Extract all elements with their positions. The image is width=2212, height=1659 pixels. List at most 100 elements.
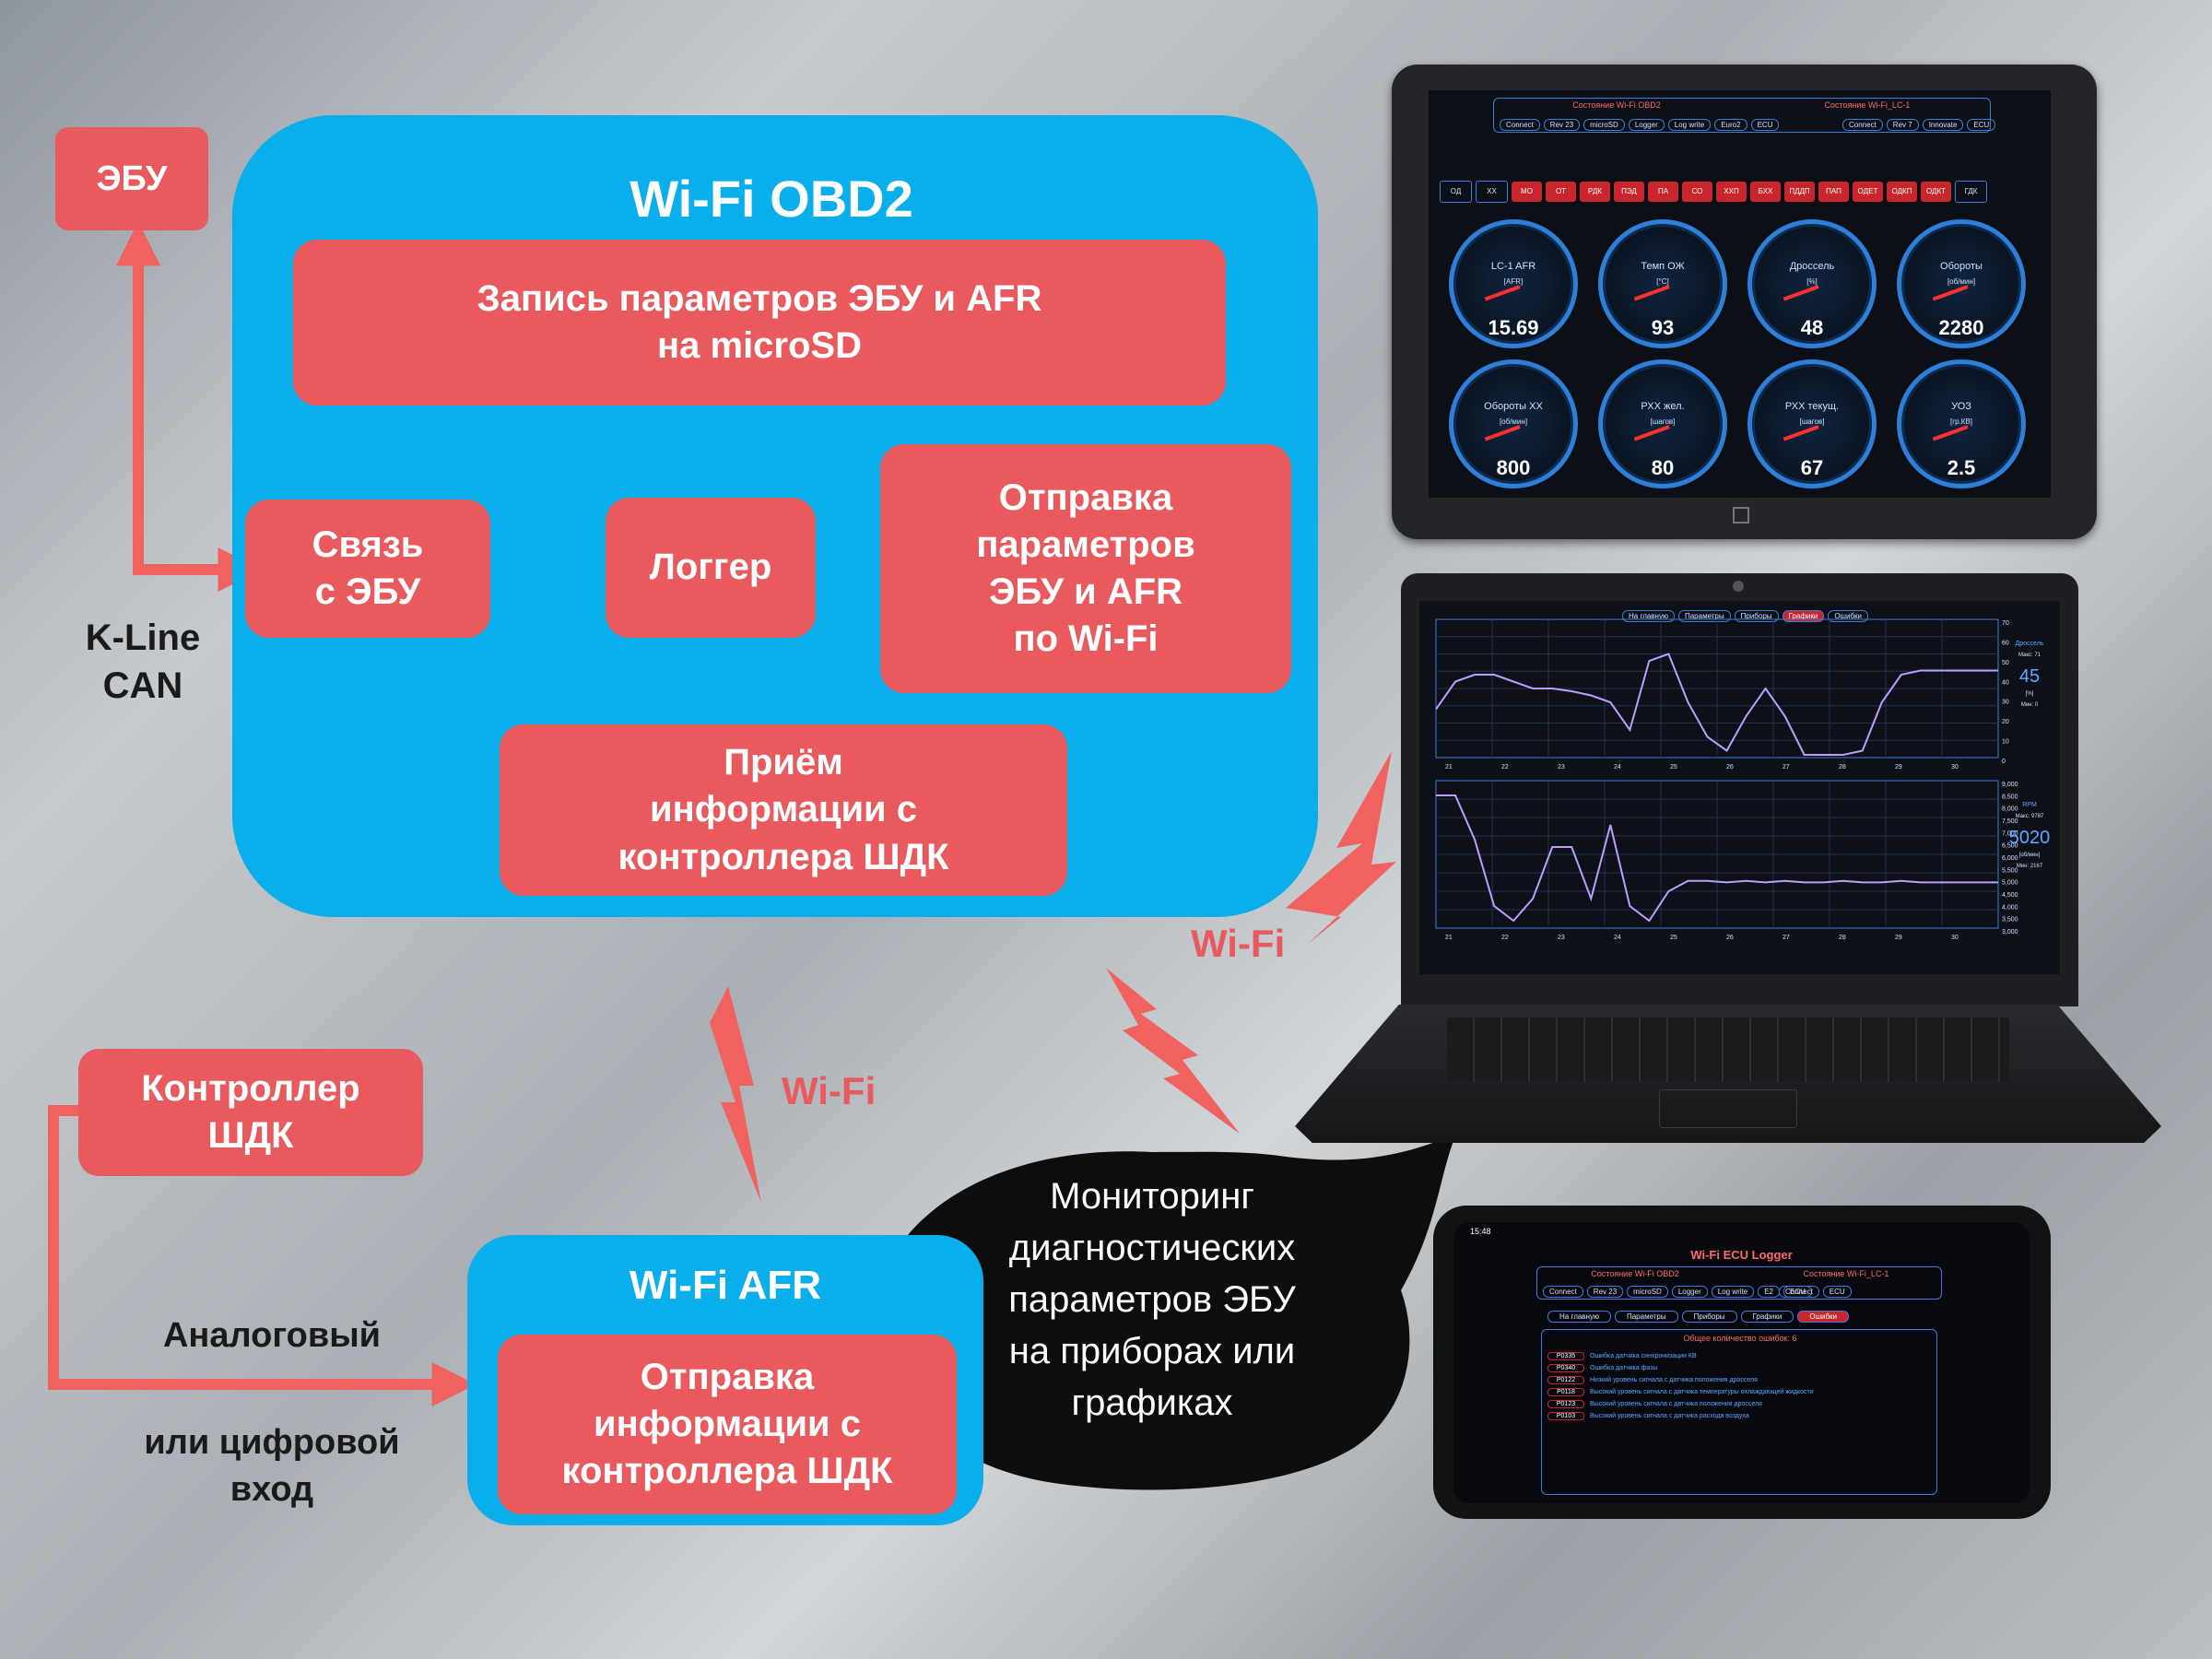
tablet-mode-button[interactable]: ОДЕТ	[1853, 182, 1883, 202]
tablet-status-pill[interactable]: microSD	[1583, 119, 1625, 131]
lightning-laptop-icon	[1286, 751, 1396, 945]
chart-unit: [об/мин]	[2019, 853, 2041, 858]
tablet-status-pill[interactable]: Logger	[1628, 119, 1665, 131]
laptop-tab[interactable]: Ошибки	[1828, 610, 1869, 622]
tablet-mode-button[interactable]: ГДК	[1955, 181, 1987, 203]
tablet-mode-button[interactable]: ХХ	[1476, 181, 1508, 203]
gauge-value: 2280	[1938, 316, 1984, 339]
y-tick-label: 6,000	[2002, 855, 2018, 862]
tablet-mode-button[interactable]: ПАП	[1818, 182, 1849, 202]
tablet-gauge: УОЗ[гр.КВ]2.5	[1897, 359, 2026, 488]
phone-status-pill[interactable]: Log write	[1711, 1286, 1755, 1298]
tablet-status-pill[interactable]: Log write	[1667, 119, 1712, 131]
x-tick-label: 30	[1951, 935, 1959, 941]
tablet-mode-button[interactable]: СО	[1682, 182, 1712, 202]
y-tick-label: 4,500	[2002, 892, 2018, 899]
phone-tab[interactable]: Приборы	[1681, 1311, 1737, 1323]
tablet-status-pill[interactable]: Connect	[1500, 119, 1540, 131]
x-tick-label: 26	[1726, 935, 1734, 941]
record-line1: Запись параметров ЭБУ и AFR	[477, 277, 1042, 319]
send-line1: Отправка	[998, 477, 1173, 518]
touchpad[interactable]	[1659, 1089, 1797, 1128]
tablet-mode-button[interactable]: ПДДП	[1784, 182, 1815, 202]
phone-status: Состояние Wi-Fi OBD2 Состояние Wi-Fi_LC-…	[1536, 1266, 1942, 1300]
laptop-tab[interactable]: На главную	[1622, 610, 1675, 622]
phone-time: 15:48	[1470, 1227, 1491, 1236]
gauge-needle	[1783, 425, 1819, 441]
laptop-tab[interactable]: Параметры	[1677, 610, 1731, 622]
input-label-2: или цифровой вход	[144, 1423, 400, 1510]
windows-button-icon[interactable]	[1733, 507, 1749, 524]
tablet-gauge: LC-1 AFR[AFR]15.69	[1449, 219, 1578, 348]
error-code[interactable]: P0122	[1547, 1376, 1584, 1384]
chart-max-label: Макс: 9787	[2016, 814, 2044, 819]
tablet-mode-button[interactable]: ПЭД	[1614, 182, 1644, 202]
y-tick-label: 5,500	[2002, 867, 2018, 874]
chart-current-value: 45	[2019, 666, 2040, 687]
gauge-value: 80	[1651, 456, 1675, 479]
tablet-mode-button[interactable]: ПА	[1648, 182, 1678, 202]
bus-label-can: CAN	[102, 665, 183, 706]
tablet-gauge: РХХ текущ.[шагов]67	[1747, 359, 1877, 488]
tablet-mode-button[interactable]: ХХП	[1716, 182, 1747, 202]
x-tick-label: 26	[1726, 764, 1734, 771]
tablet-mode-button[interactable]: ОДКТ	[1921, 182, 1951, 202]
y-tick-label: 7,500	[2002, 818, 2018, 825]
tablet-mode-button[interactable]: МО	[1512, 182, 1542, 202]
gauge-value: 800	[1496, 456, 1531, 479]
phone: 15:48 Wi-Fi ECU Logger Состояние Wi-Fi O…	[1433, 1206, 2051, 1519]
keyboard	[1447, 1018, 2009, 1082]
laptop-tab[interactable]: Приборы	[1734, 610, 1779, 622]
y-tick-label: 4,000	[2002, 904, 2018, 911]
error-code[interactable]: P0118	[1547, 1388, 1584, 1396]
x-tick-label: 24	[1614, 935, 1621, 941]
tablet-mode-button[interactable]: РДК	[1580, 182, 1610, 202]
ecu-label: ЭБУ	[96, 159, 168, 198]
phone-tab[interactable]: Графики	[1740, 1311, 1794, 1323]
phone-status-pill[interactable]: Connect	[1543, 1286, 1583, 1298]
gauge-needle	[1932, 285, 1969, 301]
phone-status-pill[interactable]: microSD	[1627, 1286, 1668, 1298]
phone-screen: 15:48 Wi-Fi ECU Logger Состояние Wi-Fi O…	[1453, 1222, 2030, 1503]
phone-status-pill[interactable]: Rev 23	[1586, 1286, 1624, 1298]
phone-lc1-pill[interactable]: ECU	[1822, 1286, 1852, 1298]
bus-label: K-Line CAN	[55, 614, 230, 710]
gauge-needle	[1783, 285, 1819, 301]
input-label-1: Аналоговый	[162, 1316, 382, 1355]
x-tick-label: 24	[1614, 764, 1621, 771]
phone-tab[interactable]: Параметры	[1614, 1311, 1678, 1323]
error-code[interactable]: P0335	[1547, 1352, 1584, 1360]
x-tick-label: 29	[1895, 935, 1902, 941]
x-tick-label: 21	[1445, 764, 1453, 771]
tablet-lc1-pill[interactable]: Innovate	[1922, 119, 1964, 131]
phone-lc1-pill[interactable]: Connect	[1779, 1286, 1819, 1298]
x-tick-label: 30	[1951, 764, 1959, 771]
error-code[interactable]: P0123	[1547, 1400, 1584, 1408]
gauge-name: УОЗ	[1951, 401, 1971, 412]
phone-tab[interactable]: Ошибки	[1797, 1311, 1850, 1323]
tablet-mode-button[interactable]: ОД	[1440, 181, 1472, 203]
error-code[interactable]: P0103	[1547, 1412, 1584, 1420]
error-code[interactable]: P0340	[1547, 1364, 1584, 1372]
phone-header-left: Состояние Wi-Fi OBD2	[1591, 1269, 1679, 1278]
tablet-mode-button[interactable]: ОДКП	[1887, 182, 1917, 202]
tablet-status-pill[interactable]: ECU	[1750, 119, 1780, 131]
tablet-status-pill[interactable]: Rev 23	[1543, 119, 1581, 131]
tablet-mode-button[interactable]: БХХ	[1750, 182, 1781, 202]
laptop-base	[1295, 1005, 2161, 1143]
phone-tab[interactable]: На главную	[1547, 1311, 1611, 1323]
phone-status-pill[interactable]: Logger	[1671, 1286, 1708, 1298]
recv-line1: Приём	[724, 742, 843, 783]
tablet-lc1-pill[interactable]: Connect	[1842, 119, 1883, 131]
tablet-lc1-pill[interactable]: ECU	[1967, 119, 1996, 131]
tablet-status-pill[interactable]: Euro2	[1714, 119, 1747, 131]
send-box: Отправка параметров ЭБУ и AFR по Wi-Fi	[880, 444, 1291, 693]
x-tick-label: 27	[1783, 935, 1790, 941]
tablet-mode-button[interactable]: ОТ	[1546, 182, 1576, 202]
tablet-lc1-pill[interactable]: Rev 7	[1886, 119, 1919, 131]
